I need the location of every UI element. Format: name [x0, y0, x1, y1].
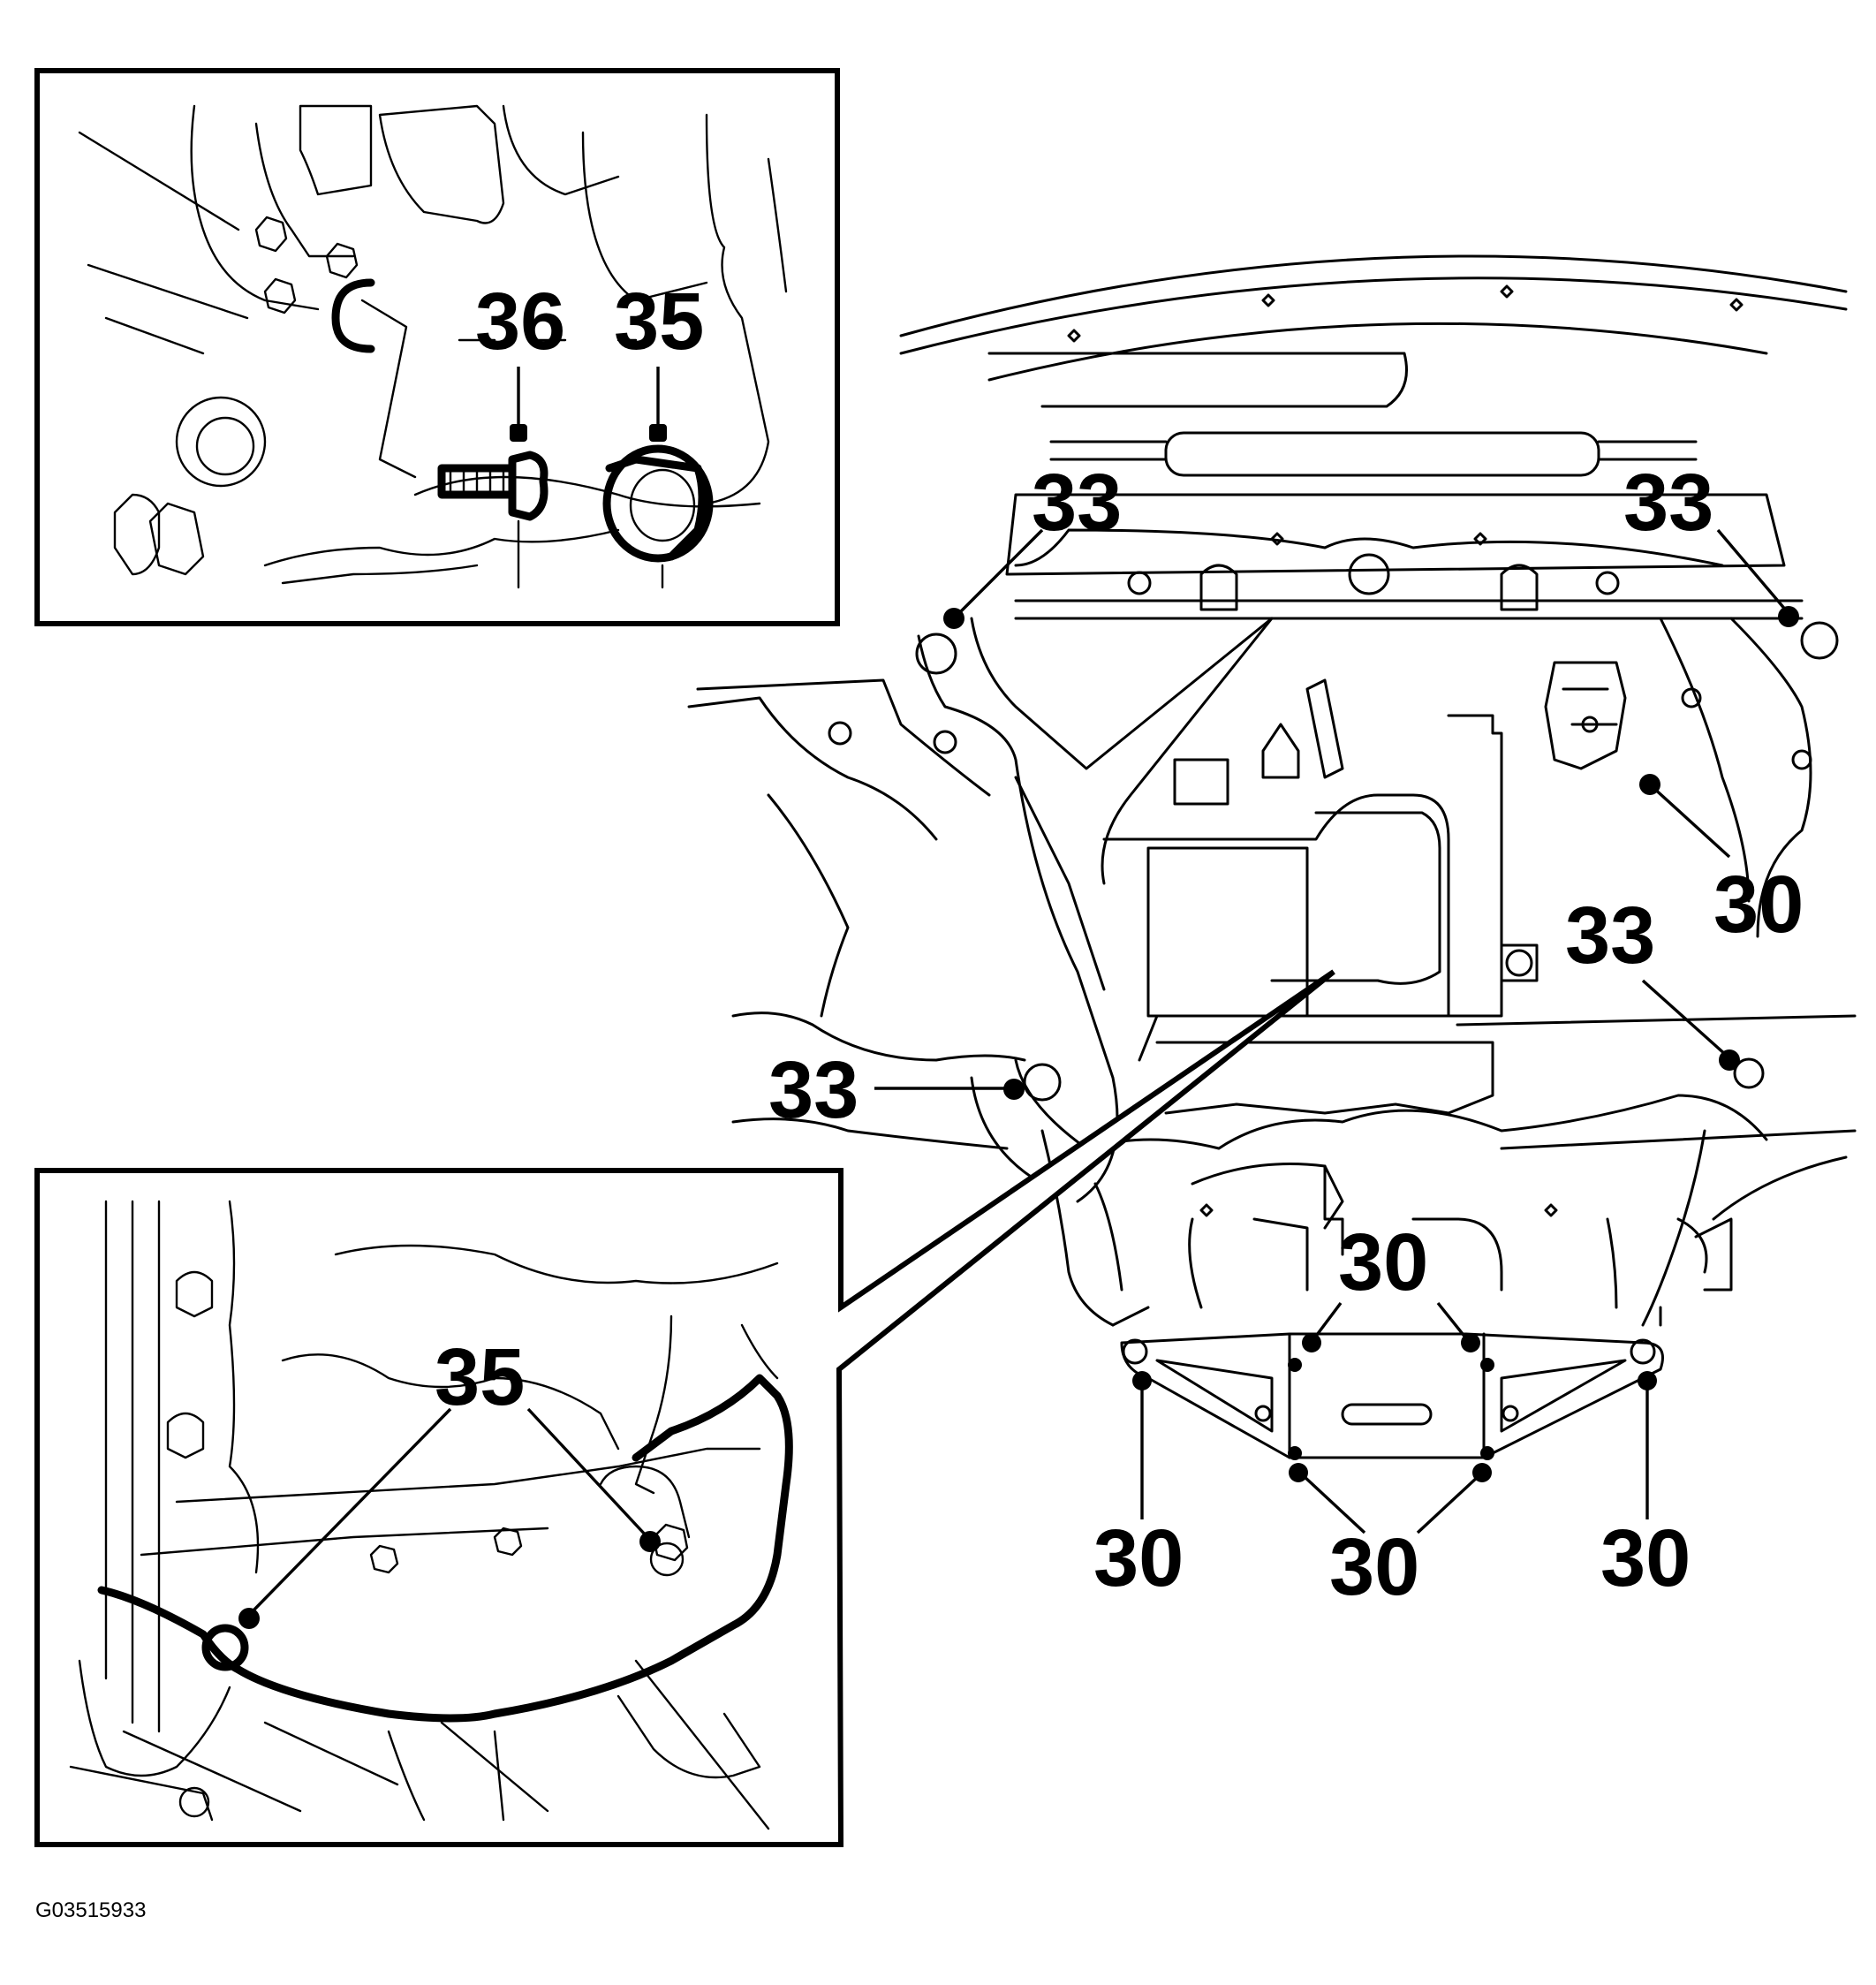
bolt-dot [1289, 1463, 1308, 1482]
callout-30: 30 [1713, 860, 1804, 950]
callout-leaders [250, 367, 1789, 1614]
callout-30: 30 [1600, 1513, 1691, 1603]
main-underbody-view [687, 254, 1857, 1459]
bolt-dot [238, 1608, 260, 1629]
fastener-dots [238, 424, 1799, 1629]
callout-33: 33 [1623, 458, 1713, 548]
bolt-dot [1480, 1446, 1494, 1460]
bolt-dot [1302, 1333, 1321, 1352]
callout-30: 30 [1338, 1217, 1428, 1307]
callout-35: 35 [614, 277, 704, 367]
bolt-dot [1639, 774, 1660, 795]
callout-33: 33 [768, 1045, 859, 1135]
bolt-dot [1480, 1358, 1494, 1372]
bolt-dot [1461, 1333, 1480, 1352]
inset-oil-pan-bolts [34, 969, 1335, 1847]
callout-30: 30 [1329, 1522, 1419, 1612]
bolt-dot [1003, 1079, 1025, 1100]
bolt-dot [1472, 1463, 1492, 1482]
bolt-dot [1288, 1358, 1302, 1372]
bolt-dot [1638, 1371, 1657, 1390]
callout-33: 33 [1565, 890, 1655, 981]
callout-30: 30 [1093, 1513, 1184, 1603]
bolt-dot [1778, 606, 1799, 627]
figure-id: G03515933 [35, 1898, 146, 1922]
bolt-dot [639, 1531, 661, 1552]
callout-36: 36 [475, 277, 565, 367]
bolt-dot [943, 608, 964, 629]
callout-35: 35 [435, 1332, 525, 1422]
callout-33: 33 [1032, 458, 1122, 548]
inset-drain-plug [34, 68, 840, 626]
bolt-dot [1132, 1371, 1152, 1390]
callout-labels: 36 35 35 33 33 30 33 33 30 30 30 30 G035… [35, 277, 1804, 1922]
bolt-dot [510, 424, 527, 442]
bolt-dot [1719, 1049, 1740, 1071]
bolt-dot [649, 424, 667, 442]
bolt-dot [1288, 1446, 1302, 1460]
